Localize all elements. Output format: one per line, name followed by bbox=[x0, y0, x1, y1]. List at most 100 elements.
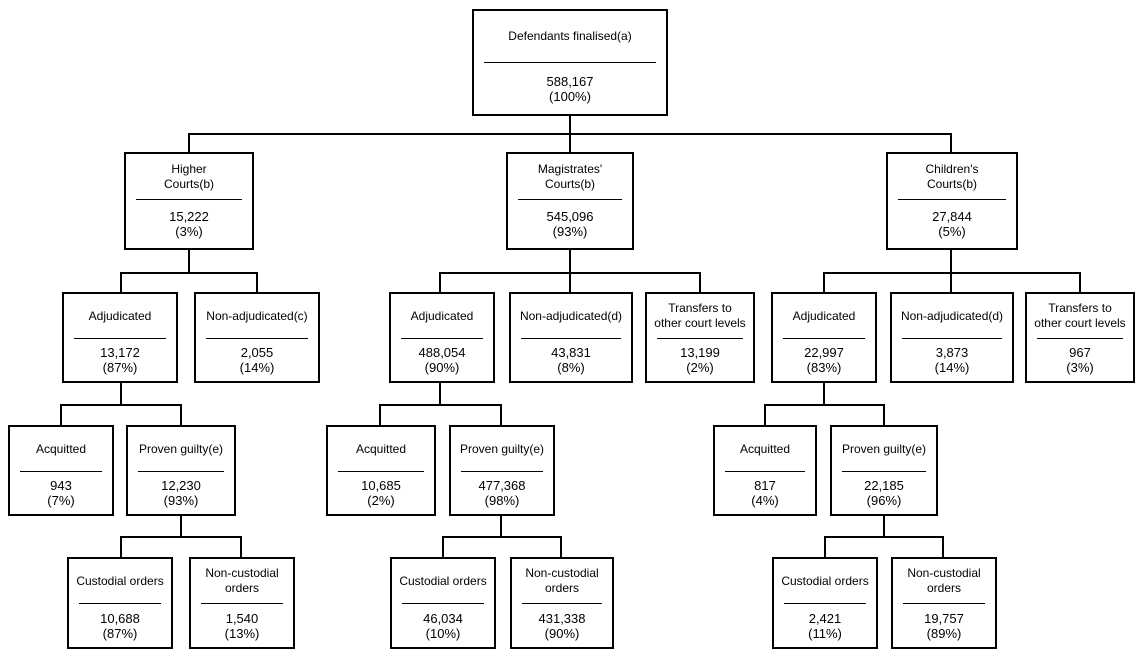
node-percent: (90%) bbox=[544, 625, 580, 641]
node-childrens-non-custodial-orders: Non-custodial orders 19,757 (89%) bbox=[891, 557, 997, 649]
node-count: 10,688 bbox=[100, 610, 140, 626]
node-divider bbox=[338, 471, 424, 472]
node-divider bbox=[521, 338, 621, 339]
node-values: 15,222 (3%) bbox=[126, 200, 252, 248]
node-values: 3,873 (14%) bbox=[892, 339, 1012, 381]
node-values: 10,688 (87%) bbox=[69, 604, 171, 647]
node-count: 13,172 bbox=[100, 345, 140, 360]
node-divider bbox=[206, 338, 308, 339]
node-label-line: Proven guilty(e) bbox=[841, 441, 927, 456]
node-percent: (14%) bbox=[934, 360, 970, 375]
node-divider bbox=[783, 338, 865, 339]
node-higher-acquitted: Acquitted 943 (7%) bbox=[8, 425, 114, 516]
node-percent: (7%) bbox=[47, 493, 75, 508]
node-label-line: other court levels bbox=[654, 316, 746, 330]
node-percent: (100%) bbox=[549, 88, 591, 104]
node-values: 943 (7%) bbox=[10, 472, 112, 514]
node-higher-courts: Higher Courts(b) 15,222 (3%) bbox=[124, 152, 254, 250]
node-count: 15,222 bbox=[169, 209, 209, 224]
node-label-line: Non-custodial bbox=[205, 566, 279, 580]
node-label: Higher Courts(b) bbox=[126, 154, 252, 199]
node-label-line: orders bbox=[544, 581, 579, 595]
node-label: Adjudicated bbox=[773, 294, 875, 338]
node-higher-non-custodial-orders: Non-custodial orders 1,540 (13%) bbox=[189, 557, 295, 649]
node-magistrates-proven-guilty: Proven guilty(e) 477,368 (98%) bbox=[449, 425, 555, 516]
node-divider bbox=[79, 603, 161, 604]
node-divider bbox=[725, 471, 805, 472]
node-values: 488,054 (90%) bbox=[391, 339, 493, 381]
node-divider bbox=[461, 471, 543, 472]
node-values: 545,096 (93%) bbox=[508, 200, 632, 248]
node-percent: (5%) bbox=[938, 224, 966, 239]
node-label: Adjudicated bbox=[64, 294, 176, 338]
node-label: Custodial orders bbox=[774, 559, 876, 603]
node-percent: (93%) bbox=[163, 493, 199, 508]
node-percent: (3%) bbox=[175, 224, 203, 239]
node-count: 2,421 bbox=[808, 610, 842, 626]
node-percent: (98%) bbox=[484, 493, 520, 508]
node-label-line: Transfers to bbox=[1048, 301, 1112, 315]
node-label: Non-custodial orders bbox=[191, 559, 293, 603]
node-percent: (4%) bbox=[751, 493, 779, 508]
node-label-line: Custodial orders bbox=[781, 573, 869, 588]
node-label-line: Magistrates' bbox=[537, 161, 603, 176]
node-higher-proven-guilty: Proven guilty(e) 12,230 (93%) bbox=[126, 425, 236, 516]
node-label-line: Higher bbox=[171, 161, 207, 176]
node-label-line: Non-adjudicated(d) bbox=[519, 308, 623, 323]
node-divider bbox=[74, 338, 166, 339]
node-label-line: orders bbox=[224, 581, 259, 595]
node-label-line: Adjudicated bbox=[410, 308, 474, 323]
node-divider bbox=[484, 62, 656, 63]
node-divider bbox=[657, 338, 743, 339]
node-values: 817 (4%) bbox=[715, 472, 815, 514]
node-values: 2,055 (14%) bbox=[196, 339, 318, 381]
node-label-line: Courts(b) bbox=[926, 176, 977, 191]
node-magistrates-courts: Magistrates' Courts(b) 545,096 (93%) bbox=[506, 152, 634, 250]
node-magistrates-non-custodial-orders: Non-custodial orders 431,338 (90%) bbox=[510, 557, 614, 649]
node-values: 43,831 (8%) bbox=[511, 339, 631, 381]
node-count: 1,540 bbox=[225, 610, 259, 626]
node-label-line: Courts(b) bbox=[544, 176, 595, 191]
node-percent: (89%) bbox=[926, 625, 962, 641]
node-label: Transfers to other court levels bbox=[1027, 294, 1133, 338]
node-percent: (3%) bbox=[1066, 360, 1094, 375]
node-childrens-acquitted: Acquitted 817 (4%) bbox=[713, 425, 817, 516]
node-magistrates-custodial-orders: Custodial orders 46,034 (10%) bbox=[390, 557, 496, 649]
node-count: 488,054 bbox=[418, 345, 466, 360]
node-label: Defendants finalised(a) bbox=[474, 11, 666, 62]
node-magistrates-non-adjudicated: Non-adjudicated(d) 43,831 (8%) bbox=[509, 292, 633, 383]
node-divider bbox=[402, 603, 484, 604]
node-label: Non-adjudicated(c) bbox=[196, 294, 318, 338]
node-label-line: Non-custodial bbox=[525, 566, 599, 580]
node-values: 46,034 (10%) bbox=[392, 604, 494, 647]
node-label-line: Adjudicated bbox=[792, 308, 856, 323]
node-percent: (13%) bbox=[224, 625, 260, 641]
node-values: 1,540 (13%) bbox=[191, 604, 293, 647]
node-count: 967 bbox=[1069, 345, 1091, 360]
node-label-line: Proven guilty(e) bbox=[138, 441, 224, 456]
node-values: 477,368 (98%) bbox=[451, 472, 553, 514]
node-divider bbox=[903, 603, 985, 604]
node-percent: (8%) bbox=[557, 360, 585, 375]
node-label: Magistrates' Courts(b) bbox=[508, 154, 632, 199]
node-label-line: Acquitted bbox=[739, 441, 791, 456]
node-divider bbox=[518, 199, 622, 200]
node-magistrates-adjudicated: Adjudicated 488,054 (90%) bbox=[389, 292, 495, 383]
node-childrens-custodial-orders: Custodial orders 2,421 (11%) bbox=[772, 557, 878, 649]
node-count: 13,199 bbox=[680, 345, 720, 360]
node-childrens-non-adjudicated: Non-adjudicated(d) 3,873 (14%) bbox=[890, 292, 1014, 383]
node-divider bbox=[201, 603, 283, 604]
node-label-line: Transfers to bbox=[668, 301, 732, 315]
node-percent: (14%) bbox=[239, 360, 275, 375]
node-count: 545,096 bbox=[546, 209, 594, 224]
node-count: 12,230 bbox=[161, 478, 201, 493]
node-magistrates-transfers: Transfers to other court levels 13,199 (… bbox=[645, 292, 755, 383]
node-values: 2,421 (11%) bbox=[774, 604, 876, 647]
node-count: 3,873 bbox=[935, 345, 969, 360]
node-count: 2,055 bbox=[240, 345, 274, 360]
node-childrens-proven-guilty: Proven guilty(e) 22,185 (96%) bbox=[830, 425, 938, 516]
node-label: Transfers to other court levels bbox=[647, 294, 753, 338]
node-label-line: Non-adjudicated(d) bbox=[900, 308, 1004, 323]
node-count: 431,338 bbox=[538, 610, 586, 626]
node-divider bbox=[784, 603, 866, 604]
